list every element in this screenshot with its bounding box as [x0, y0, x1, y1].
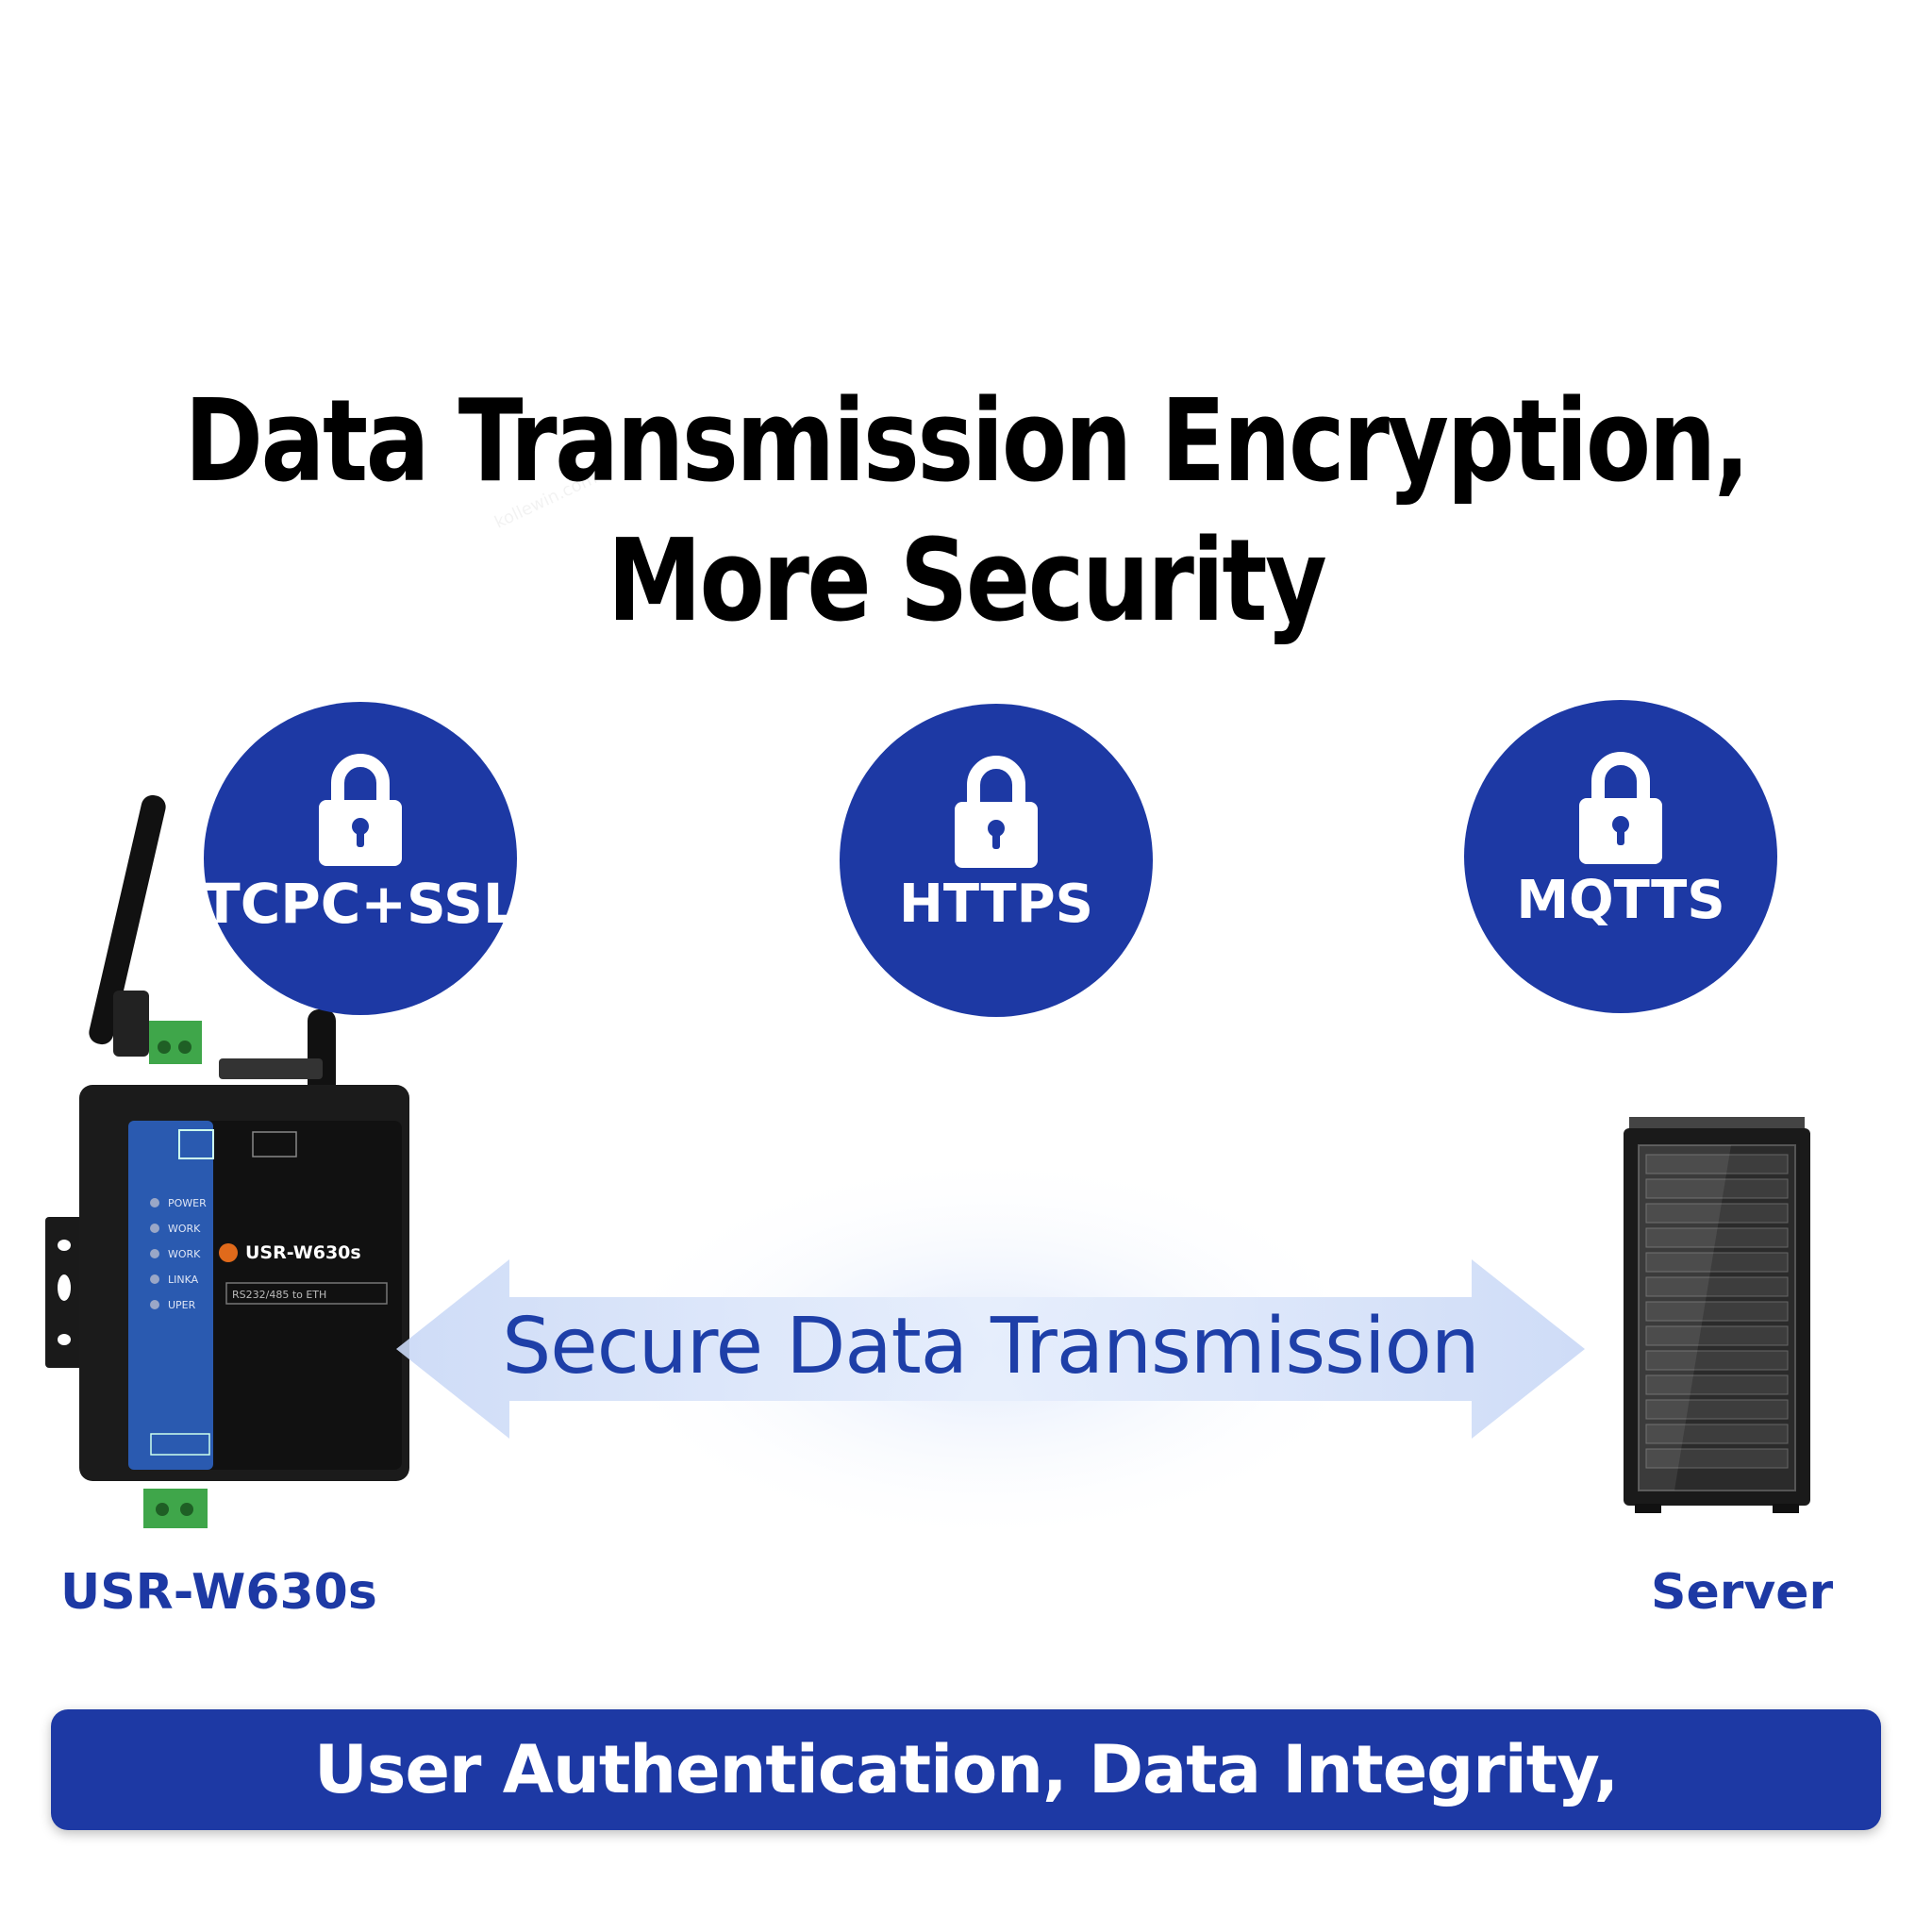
lock-icon [319, 754, 402, 866]
led-label: POWER [168, 1197, 207, 1209]
feature-banner: User Authentication, Data Integrity, Con… [51, 1709, 1881, 1929]
protocol-mqtts: MQTTS [1464, 700, 1777, 1013]
server-label: Server [1651, 1564, 1834, 1621]
lock-icon [955, 756, 1038, 868]
device-panel-brand: USR-W630s [245, 1242, 361, 1263]
led-label: UPER [168, 1299, 196, 1311]
protocol-label: MQTTS [1516, 870, 1725, 931]
page-title: Data Transmission Encryption, More Secur… [155, 373, 1777, 652]
lock-icon [1579, 752, 1662, 864]
headline-line-2: More Security [607, 516, 1327, 647]
device-label: USR-W630s [60, 1564, 377, 1621]
led-label: LINKA [168, 1274, 199, 1286]
protocol-label: HTTPS [899, 874, 1093, 935]
headline-line-1: Data Transmission Encryption, [184, 376, 1750, 508]
transmission-label: Secure Data Transmission [502, 1302, 1480, 1391]
server-rack-image [1624, 1117, 1810, 1513]
led-label: WORK [168, 1223, 201, 1235]
banner-text: User Authentication, Data Integrity, Con… [313, 1731, 1619, 1929]
device-panel-subtitle: RS232/485 to ETH [232, 1289, 326, 1301]
usr-w630s-device-image: POWER WORK WORK LINKA UPER USR-W630s RS2… [45, 794, 409, 1528]
protocol-label: TCPC+SSL [203, 872, 518, 936]
protocol-https: HTTPS [840, 704, 1153, 1017]
led-label: WORK [168, 1248, 201, 1260]
double-arrow-icon [396, 1151, 1585, 1547]
protocol-tcpc-ssl: TCPC+SSL [203, 702, 518, 1015]
